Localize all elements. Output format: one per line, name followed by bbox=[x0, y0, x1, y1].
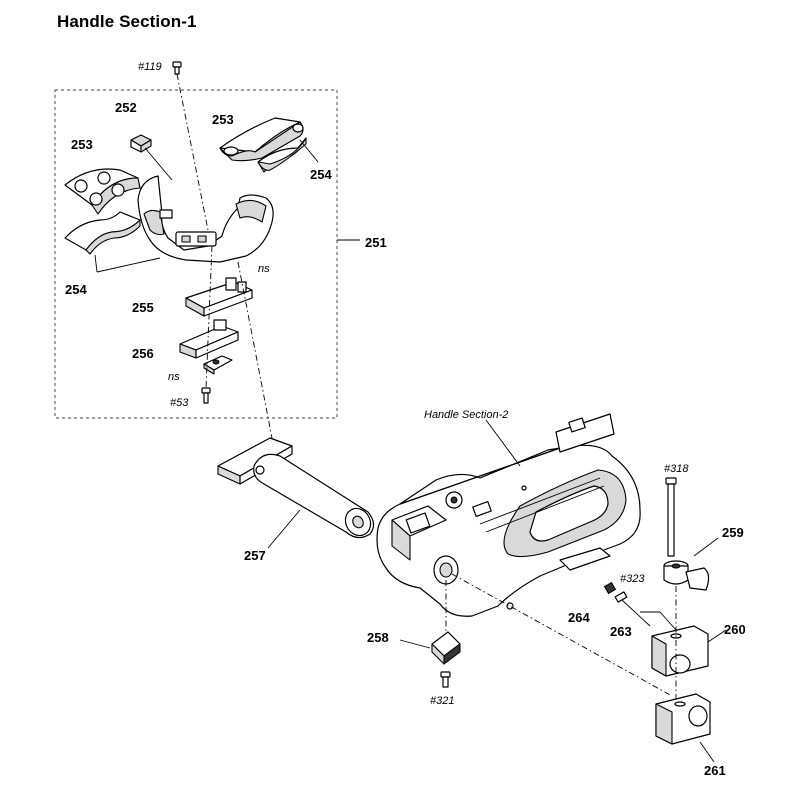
leader-260-top-b bbox=[659, 611, 677, 631]
leader-261 bbox=[699, 741, 715, 763]
part-259-lever bbox=[663, 560, 710, 591]
leader-handle-section-2 bbox=[485, 419, 521, 467]
part-256-bracket bbox=[179, 319, 239, 359]
callout-257: 257 bbox=[244, 548, 266, 563]
part-263-pin bbox=[614, 591, 628, 603]
callout-263: 263 bbox=[610, 624, 632, 639]
leader-254b bbox=[299, 139, 319, 163]
ref-screw-321: #321 bbox=[430, 695, 454, 707]
part-253-right-cover bbox=[219, 117, 304, 162]
leader-258 bbox=[399, 639, 431, 649]
screw-321 bbox=[440, 671, 451, 688]
ref-screw-119: #119 bbox=[138, 61, 162, 73]
leader-254a-line2 bbox=[96, 257, 161, 273]
ref-ns-upper: ns bbox=[258, 263, 270, 275]
handle-clamp-body bbox=[137, 175, 274, 263]
callout-258: 258 bbox=[367, 630, 389, 645]
part-253-left-cover bbox=[64, 168, 141, 215]
part-261-clamp bbox=[655, 693, 711, 745]
axis-line-251-to-257 bbox=[237, 261, 273, 439]
leader-263-260 bbox=[621, 599, 651, 627]
leader-260 bbox=[707, 629, 727, 643]
leader-252 bbox=[144, 147, 173, 181]
part-258-knob bbox=[431, 631, 461, 665]
part-264-spring bbox=[603, 581, 617, 595]
callout-256: 256 bbox=[132, 346, 154, 361]
ref-screw-323: #323 bbox=[620, 573, 645, 585]
ref-screw-53: #53 bbox=[170, 397, 189, 409]
assembly-251-box bbox=[54, 89, 338, 419]
part-254-left-insert bbox=[64, 211, 141, 255]
callout-251: 251 bbox=[365, 235, 387, 250]
callout-261: 261 bbox=[704, 763, 726, 778]
callout-253-right: 253 bbox=[212, 112, 234, 127]
callout-252: 252 bbox=[115, 100, 137, 115]
ref-screw-318: #318 bbox=[664, 463, 689, 475]
callout-264: 264 bbox=[568, 610, 590, 625]
ref-ns-lower: ns bbox=[168, 371, 180, 383]
callout-259: 259 bbox=[722, 525, 744, 540]
part-255-bracket bbox=[185, 277, 253, 317]
callout-254-right: 254 bbox=[310, 167, 332, 182]
axis-line-119 bbox=[176, 73, 211, 241]
screw-318 bbox=[665, 477, 677, 557]
callout-253-left: 253 bbox=[71, 137, 93, 152]
page-title: Handle Section-1 bbox=[57, 12, 197, 31]
part-ns-plate bbox=[203, 355, 233, 375]
callout-255: 255 bbox=[132, 300, 154, 315]
leader-257 bbox=[267, 509, 301, 549]
axis-line-260-261 bbox=[451, 573, 673, 697]
part-260-clamp bbox=[651, 625, 709, 677]
leader-259 bbox=[693, 537, 719, 557]
part-252-block bbox=[130, 134, 152, 153]
part-254-right-insert bbox=[257, 137, 307, 173]
handle-section-2-body bbox=[376, 413, 641, 617]
screw-53 bbox=[201, 387, 211, 404]
callout-254-left: 254 bbox=[65, 282, 87, 297]
screw-119 bbox=[172, 61, 182, 75]
callout-260: 260 bbox=[724, 622, 746, 637]
ref-handle-section-2: Handle Section-2 bbox=[424, 409, 508, 421]
part-257-rod bbox=[217, 437, 375, 539]
axis-line-251-inner bbox=[205, 245, 213, 389]
leader-254a-line bbox=[94, 254, 98, 273]
